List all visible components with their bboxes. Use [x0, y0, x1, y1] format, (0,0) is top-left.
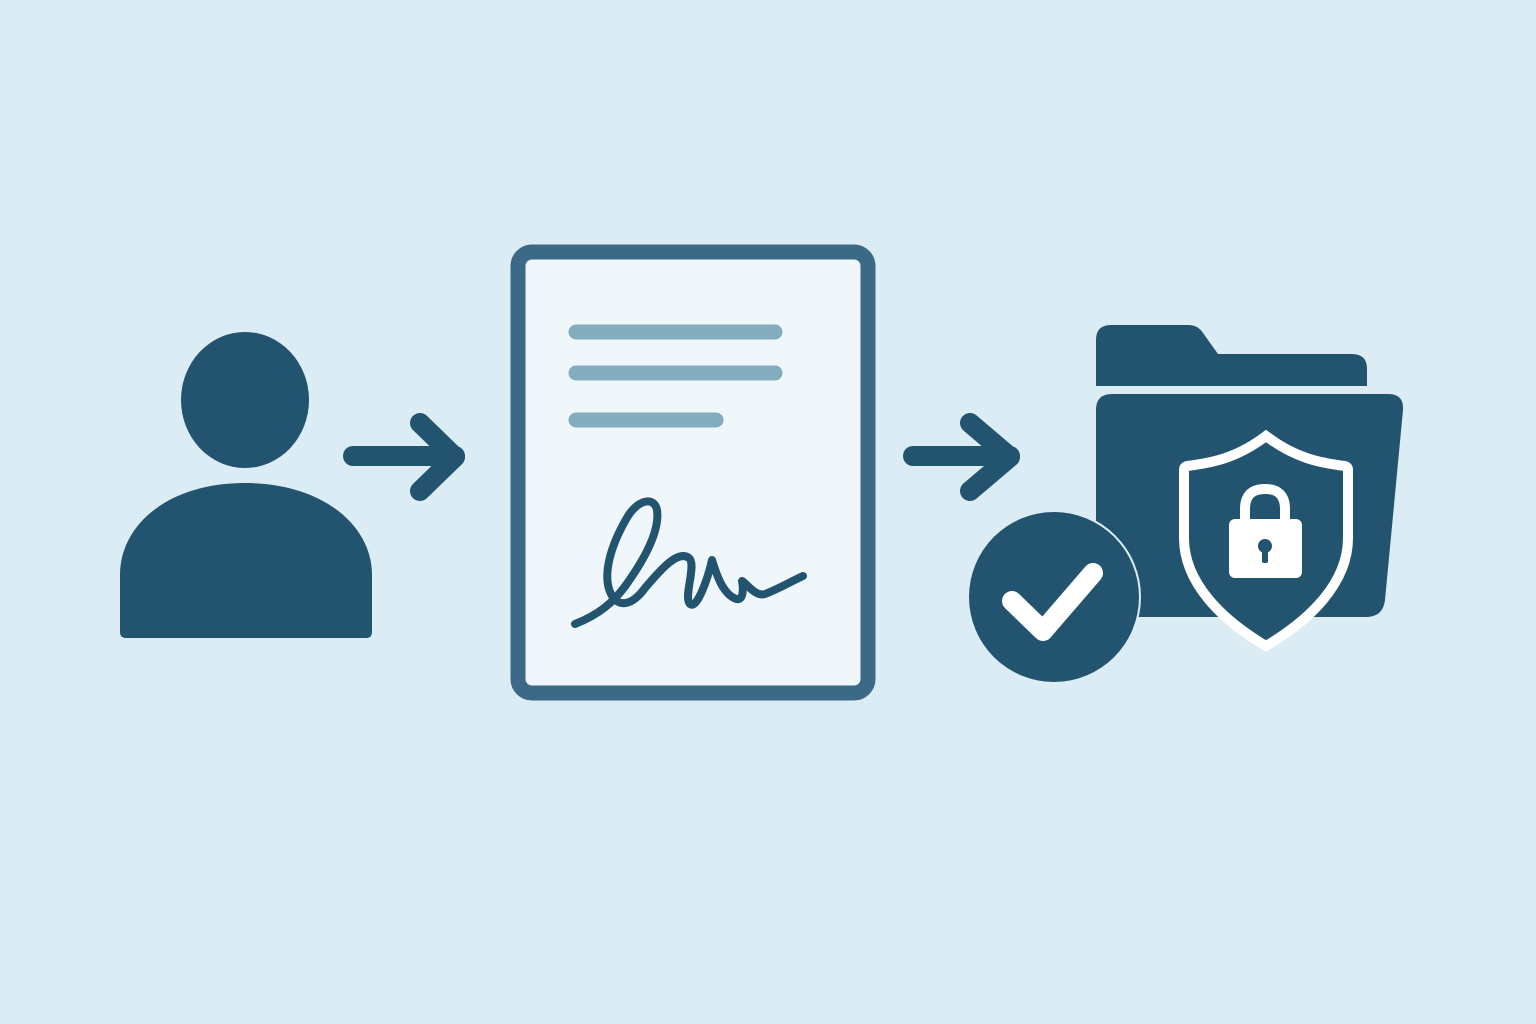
checkmark-badge-icon — [967, 510, 1141, 684]
signature-scribble — [571, 497, 807, 628]
person-head — [181, 332, 309, 468]
shield-lock-icon — [1179, 429, 1353, 652]
lock-keyhole — [1258, 539, 1272, 553]
lock-keyhole-slot — [1262, 548, 1268, 563]
document-page — [510, 244, 876, 701]
arrow-right-icon — [343, 413, 465, 501]
person-icon — [120, 332, 372, 638]
secure-folder-icon — [967, 325, 1404, 684]
signed-document-icon — [510, 244, 876, 701]
checkmark — [1002, 563, 1103, 641]
lock-shackle — [1240, 483, 1290, 520]
badge-disc — [969, 512, 1139, 682]
person-body — [120, 483, 372, 638]
folder-back — [1096, 325, 1367, 386]
arrow-right-icon — [903, 413, 1020, 501]
